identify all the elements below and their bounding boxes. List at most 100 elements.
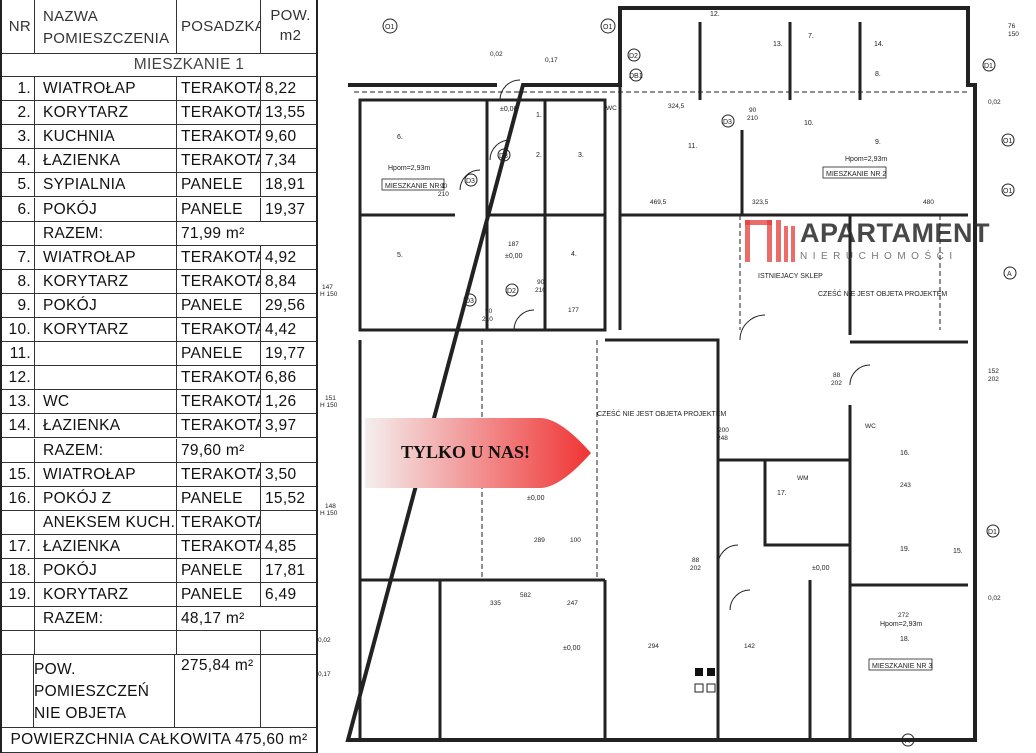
dimension: 200: [718, 427, 729, 434]
room-name: SYPIALNIA: [35, 173, 177, 197]
excluded-label: POW. POMIESZCZEŃ NIE OBJETA PROJEKTEM: [33, 655, 175, 727]
room-name: POKÓJ Z: [35, 486, 177, 510]
room-number: 4.: [571, 251, 577, 258]
row-number: 13.: [2, 390, 35, 414]
room-name: KORYTARZ: [35, 318, 177, 342]
room-area: 1,26: [265, 393, 297, 411]
dimension: 90: [485, 308, 493, 315]
dashed-lines: [354, 91, 970, 580]
room-area: 8,84: [265, 272, 297, 290]
room-number: 6.: [397, 134, 403, 141]
row-number: 12.: [2, 366, 35, 390]
dimension: 150: [1008, 31, 1019, 38]
room-number: 11.: [688, 143, 697, 150]
floor-type: PANELE: [177, 583, 261, 607]
axis-label: O1: [1003, 138, 1012, 145]
dimension: 187: [508, 241, 519, 248]
table-row: ANEKSEM KUCH.TERAKOTA: [2, 510, 316, 535]
room-name: [35, 631, 177, 655]
room-area: 3,50: [265, 465, 297, 483]
room-name: RAZEM:: [35, 221, 177, 245]
dimension: 0,17: [545, 57, 558, 64]
room-name: KORYTARZ: [35, 101, 177, 125]
dimension: 0,02: [988, 99, 1001, 106]
floor-type: TERAKOTA: [177, 534, 261, 558]
room-area: 9,60: [265, 128, 297, 146]
level-label: ±0,00: [505, 253, 523, 260]
header-name: NAZWA POMIESZCZENIA: [35, 0, 177, 53]
room-name: ŁAZIENKA: [35, 149, 177, 173]
room-area: 6,49: [265, 586, 297, 604]
promo-banner[interactable]: TYLKO U NAS!: [365, 418, 591, 488]
door-tag: D3: [723, 119, 732, 126]
wm-label: WM: [797, 475, 809, 482]
height-label: Hpom=2,93m: [845, 156, 887, 163]
grand-total: POWIERZCHNIA CAŁKOWITA 475,60 m²: [10, 731, 308, 748]
room-name: ŁAZIENKA: [35, 414, 177, 438]
dimension: 289: [534, 537, 545, 544]
dimension: 210: [438, 191, 449, 198]
dimension: 0,02: [988, 595, 1001, 602]
floor-type: TERAKOTA: [177, 366, 261, 390]
axis-label: A: [1007, 271, 1012, 278]
dimension: 147: [322, 284, 333, 291]
dimension: 0,17: [318, 671, 331, 678]
dimension: 90: [440, 183, 448, 190]
subtotal-row: RAZEM:71,99 m²: [2, 221, 316, 246]
room-numbers: 1. 2. 3. 4. 5. 6. 7. 8. 9. 10. 11. 12. 1…: [397, 11, 963, 643]
floor-type: TERAKOTA: [177, 101, 261, 125]
row-number: 11.: [2, 342, 35, 366]
room-name: [35, 342, 177, 366]
subtotal-row: RAZEM:48,17 m²: [2, 607, 316, 632]
dimension: 88: [692, 557, 700, 564]
level-label: ±0,00: [527, 495, 545, 502]
subtotal-value: 71,99 m²: [181, 224, 245, 242]
dimension: H 150: [320, 510, 338, 517]
floor-type: TERAKOTA: [177, 125, 261, 149]
row-number: [2, 631, 35, 655]
section-title: MIESZKANIE 1: [133, 56, 245, 73]
dimension: 202: [690, 565, 701, 572]
floor-type: PANELE: [177, 559, 261, 583]
room-area: 4,92: [265, 248, 297, 266]
room-number: 14.: [874, 41, 884, 48]
row-number: [2, 438, 35, 462]
room-number: 15.: [953, 548, 963, 555]
dimension: 90: [537, 279, 545, 286]
dimension: 480: [923, 199, 934, 206]
floor-type: TERAKOTA: [177, 318, 261, 342]
floor-type: TERAKOTA: [177, 510, 261, 534]
room-name: ANEKSEM KUCH.: [35, 510, 177, 534]
room-name: WIATROŁAP: [35, 462, 177, 486]
banner-text: TYLKO U NAS!: [401, 442, 531, 462]
header-floor: POSADZKA: [177, 0, 261, 53]
door-tag: D1: [984, 63, 993, 70]
apartment-1-label: MIESZKANIE NR 1: [385, 183, 445, 190]
door-tag: DB1: [629, 73, 643, 80]
row-number: 15.: [2, 462, 35, 486]
room-area-table: NR NAZWA POMIESZCZENIA POSADZKA POW. m2 …: [0, 0, 318, 753]
level-label: ±0,00: [563, 645, 581, 652]
floor-type: TERAKOTA: [177, 414, 261, 438]
row-number: 9.: [2, 293, 35, 317]
row-number: 16.: [2, 486, 35, 510]
room-area: 4,85: [265, 537, 297, 555]
excluded-value: 275,84 m²: [177, 655, 261, 727]
room-area: 15,52: [265, 489, 306, 507]
room-area: 3,97: [265, 417, 297, 435]
room-area: [261, 631, 316, 654]
floor-type: TERAKOTA: [177, 390, 261, 414]
axis-label: O1: [603, 24, 612, 31]
room-number: 8.: [875, 71, 881, 78]
axis-markers: O1 O1 A A O1 O1 D1 D1 D2 D3 D3 D3 D2 D3 …: [382, 18, 1017, 747]
row-number: [2, 221, 35, 245]
room-name: ŁAZIENKA: [35, 534, 177, 558]
floor-type: TERAKOTA: [177, 77, 261, 101]
row-number: 7.: [2, 245, 35, 269]
